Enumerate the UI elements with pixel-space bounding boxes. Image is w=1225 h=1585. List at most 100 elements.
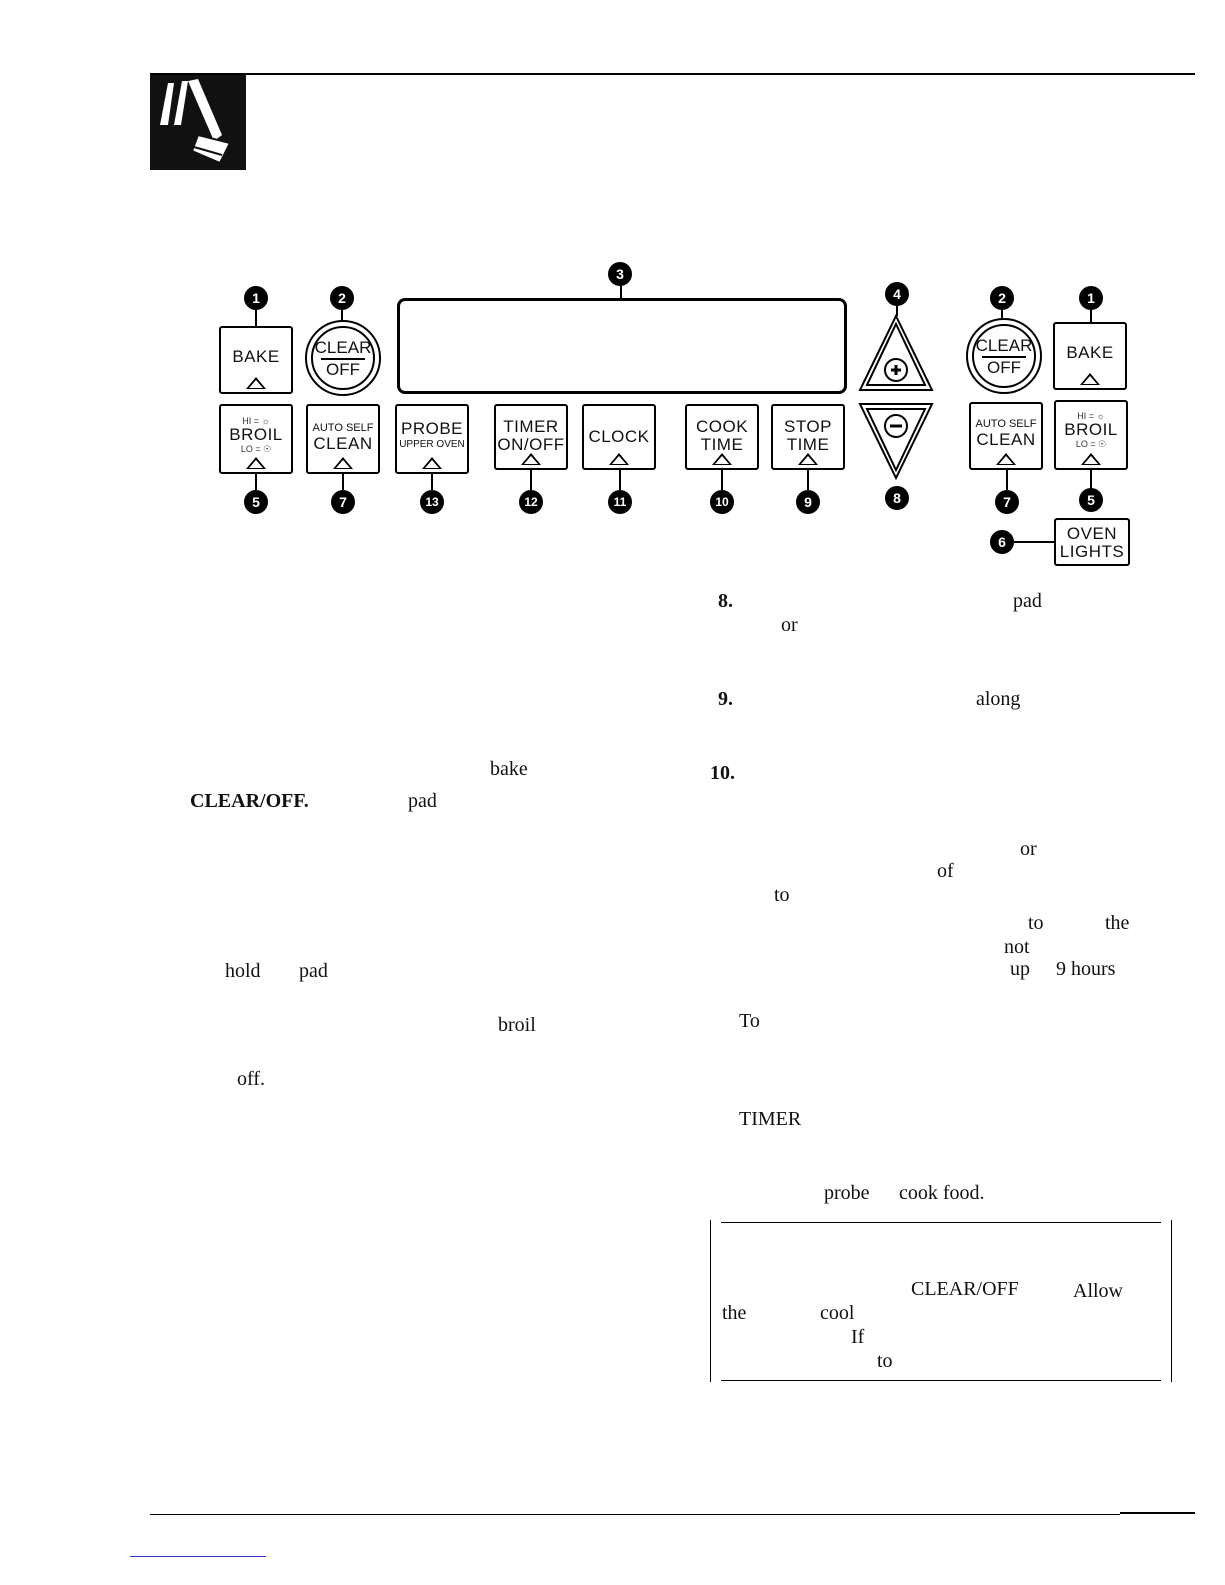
callout-stem xyxy=(807,470,809,490)
auto-self-clean-pad[interactable]: AUTO SELF CLEAN xyxy=(306,404,380,474)
text-cool: cool xyxy=(820,1302,855,1324)
upper-oven-label: UPPER OVEN xyxy=(399,439,465,450)
pad-arrow-icon xyxy=(798,453,818,465)
oven-lights-pad[interactable]: OVEN LIGHTS xyxy=(1054,518,1130,566)
control-panel-display xyxy=(397,298,847,394)
item-number-9: 9. xyxy=(718,688,733,710)
text-of: of xyxy=(937,860,954,882)
callout-stem xyxy=(721,470,723,490)
callout-4: 4 xyxy=(885,282,909,306)
pad-arrow-icon xyxy=(996,453,1016,465)
text-to-capital: To xyxy=(739,1010,760,1032)
callout-stem xyxy=(431,474,433,490)
callout-6: 6 xyxy=(990,530,1014,554)
bake-label: BAKE xyxy=(232,347,280,366)
callout-stem xyxy=(342,474,344,490)
broil-label: BROIL xyxy=(229,425,283,444)
text-or: or xyxy=(781,614,798,636)
decrease-button[interactable] xyxy=(858,400,934,481)
callout-3: 3 xyxy=(608,262,632,286)
callout-10: 10 xyxy=(710,490,734,514)
cook-time-label: TIME xyxy=(700,435,744,454)
stop-time-pad[interactable]: STOP TIME xyxy=(771,404,845,470)
text-pad: pad xyxy=(299,960,328,982)
auto-self-clean-pad-right[interactable]: AUTO SELF CLEAN xyxy=(969,402,1043,470)
timer-label: TIMER xyxy=(503,417,559,436)
caution-box xyxy=(710,1220,1172,1382)
timer-on-off-pad[interactable]: TIMER ON/OFF xyxy=(494,404,568,470)
text-probe: probe xyxy=(824,1182,870,1204)
oven-label: OVEN xyxy=(1066,524,1118,543)
footer-link-underline xyxy=(130,1556,266,1557)
callout-leader xyxy=(1014,541,1054,543)
clear-off-button-right[interactable]: CLEAR OFF xyxy=(966,318,1042,394)
callout-12: 12 xyxy=(519,490,543,514)
pad-arrow-icon xyxy=(712,453,732,465)
callout-stem xyxy=(619,470,621,490)
item-number-10: 10. xyxy=(710,762,735,784)
bake-label: BAKE xyxy=(1066,343,1114,362)
callout-7: 7 xyxy=(995,490,1019,514)
text-hold: hold xyxy=(225,960,261,982)
pad-arrow-icon xyxy=(609,453,629,465)
clean-label: CLEAN xyxy=(313,434,373,453)
clear-off-divider xyxy=(321,358,365,360)
callout-5: 5 xyxy=(244,490,268,514)
cook-time-pad[interactable]: COOK TIME xyxy=(685,404,759,470)
text-if: If xyxy=(851,1326,865,1348)
text-not: not xyxy=(1004,936,1030,958)
increase-button[interactable] xyxy=(858,313,934,394)
callout-stem xyxy=(620,284,622,300)
text-clear-off: CLEAR/OFF xyxy=(911,1278,1019,1300)
callout-1: 1 xyxy=(1079,286,1103,310)
broil-hi-label: HI = ☼ xyxy=(242,416,270,426)
auto-self-label: AUTO SELF xyxy=(312,422,374,434)
off-label: OFF xyxy=(987,358,1021,377)
broil-label: BROIL xyxy=(1064,420,1118,439)
text-up: up xyxy=(1010,958,1030,980)
clean-label: CLEAN xyxy=(976,430,1036,449)
text-pad: pad xyxy=(408,790,437,812)
probe-label: PROBE xyxy=(400,419,464,438)
clear-off-ring xyxy=(972,324,1036,388)
broil-pad-right[interactable]: HI = ☼ BROIL LO = ☉ xyxy=(1054,400,1128,470)
text-along: along xyxy=(976,688,1021,710)
bottom-rule-right xyxy=(1120,1512,1195,1514)
caution-box-top-rule xyxy=(721,1222,1161,1223)
auto-self-label: AUTO SELF xyxy=(975,418,1037,430)
probe-pad[interactable]: PROBE UPPER OVEN xyxy=(395,404,469,474)
callout-5: 5 xyxy=(1079,488,1103,512)
text-timer: TIMER xyxy=(739,1108,802,1130)
text-allow: Allow xyxy=(1073,1280,1123,1302)
clear-label: CLEAR xyxy=(314,338,372,357)
stop-label: STOP xyxy=(784,417,832,436)
text-the: the xyxy=(1105,912,1130,934)
text-cook-food: cook food. xyxy=(899,1182,985,1204)
callout-stem xyxy=(1090,470,1092,490)
top-rule xyxy=(150,73,1195,75)
pad-arrow-icon xyxy=(333,457,353,469)
bake-pad[interactable]: BAKE xyxy=(219,326,293,394)
pad-arrow-icon xyxy=(246,377,266,389)
pad-arrow-icon xyxy=(422,457,442,469)
callout-2: 2 xyxy=(330,286,354,310)
text-broil: broil xyxy=(498,1014,536,1036)
hand-pressing-pad-icon xyxy=(150,75,246,170)
pad-arrow-icon xyxy=(246,457,266,469)
text-to: to xyxy=(1028,912,1044,934)
callout-stem xyxy=(255,308,257,326)
lights-label: LIGHTS xyxy=(1059,542,1125,561)
callout-13: 13 xyxy=(420,490,444,514)
clear-label: CLEAR xyxy=(975,336,1033,355)
clear-off-button[interactable]: CLEAR OFF xyxy=(305,320,381,396)
clock-label: CLOCK xyxy=(588,427,650,446)
pad-arrow-icon xyxy=(1081,453,1101,465)
bake-pad-right[interactable]: BAKE xyxy=(1053,322,1127,390)
clear-off-divider xyxy=(982,356,1026,358)
callout-stem xyxy=(1006,470,1008,490)
broil-hi-label: HI = ☼ xyxy=(1077,411,1105,421)
broil-pad[interactable]: HI = ☼ BROIL LO = ☉ xyxy=(219,404,293,474)
clear-off-ring xyxy=(311,326,375,390)
pad-arrow-icon xyxy=(1080,373,1100,385)
clock-pad[interactable]: CLOCK xyxy=(582,404,656,470)
